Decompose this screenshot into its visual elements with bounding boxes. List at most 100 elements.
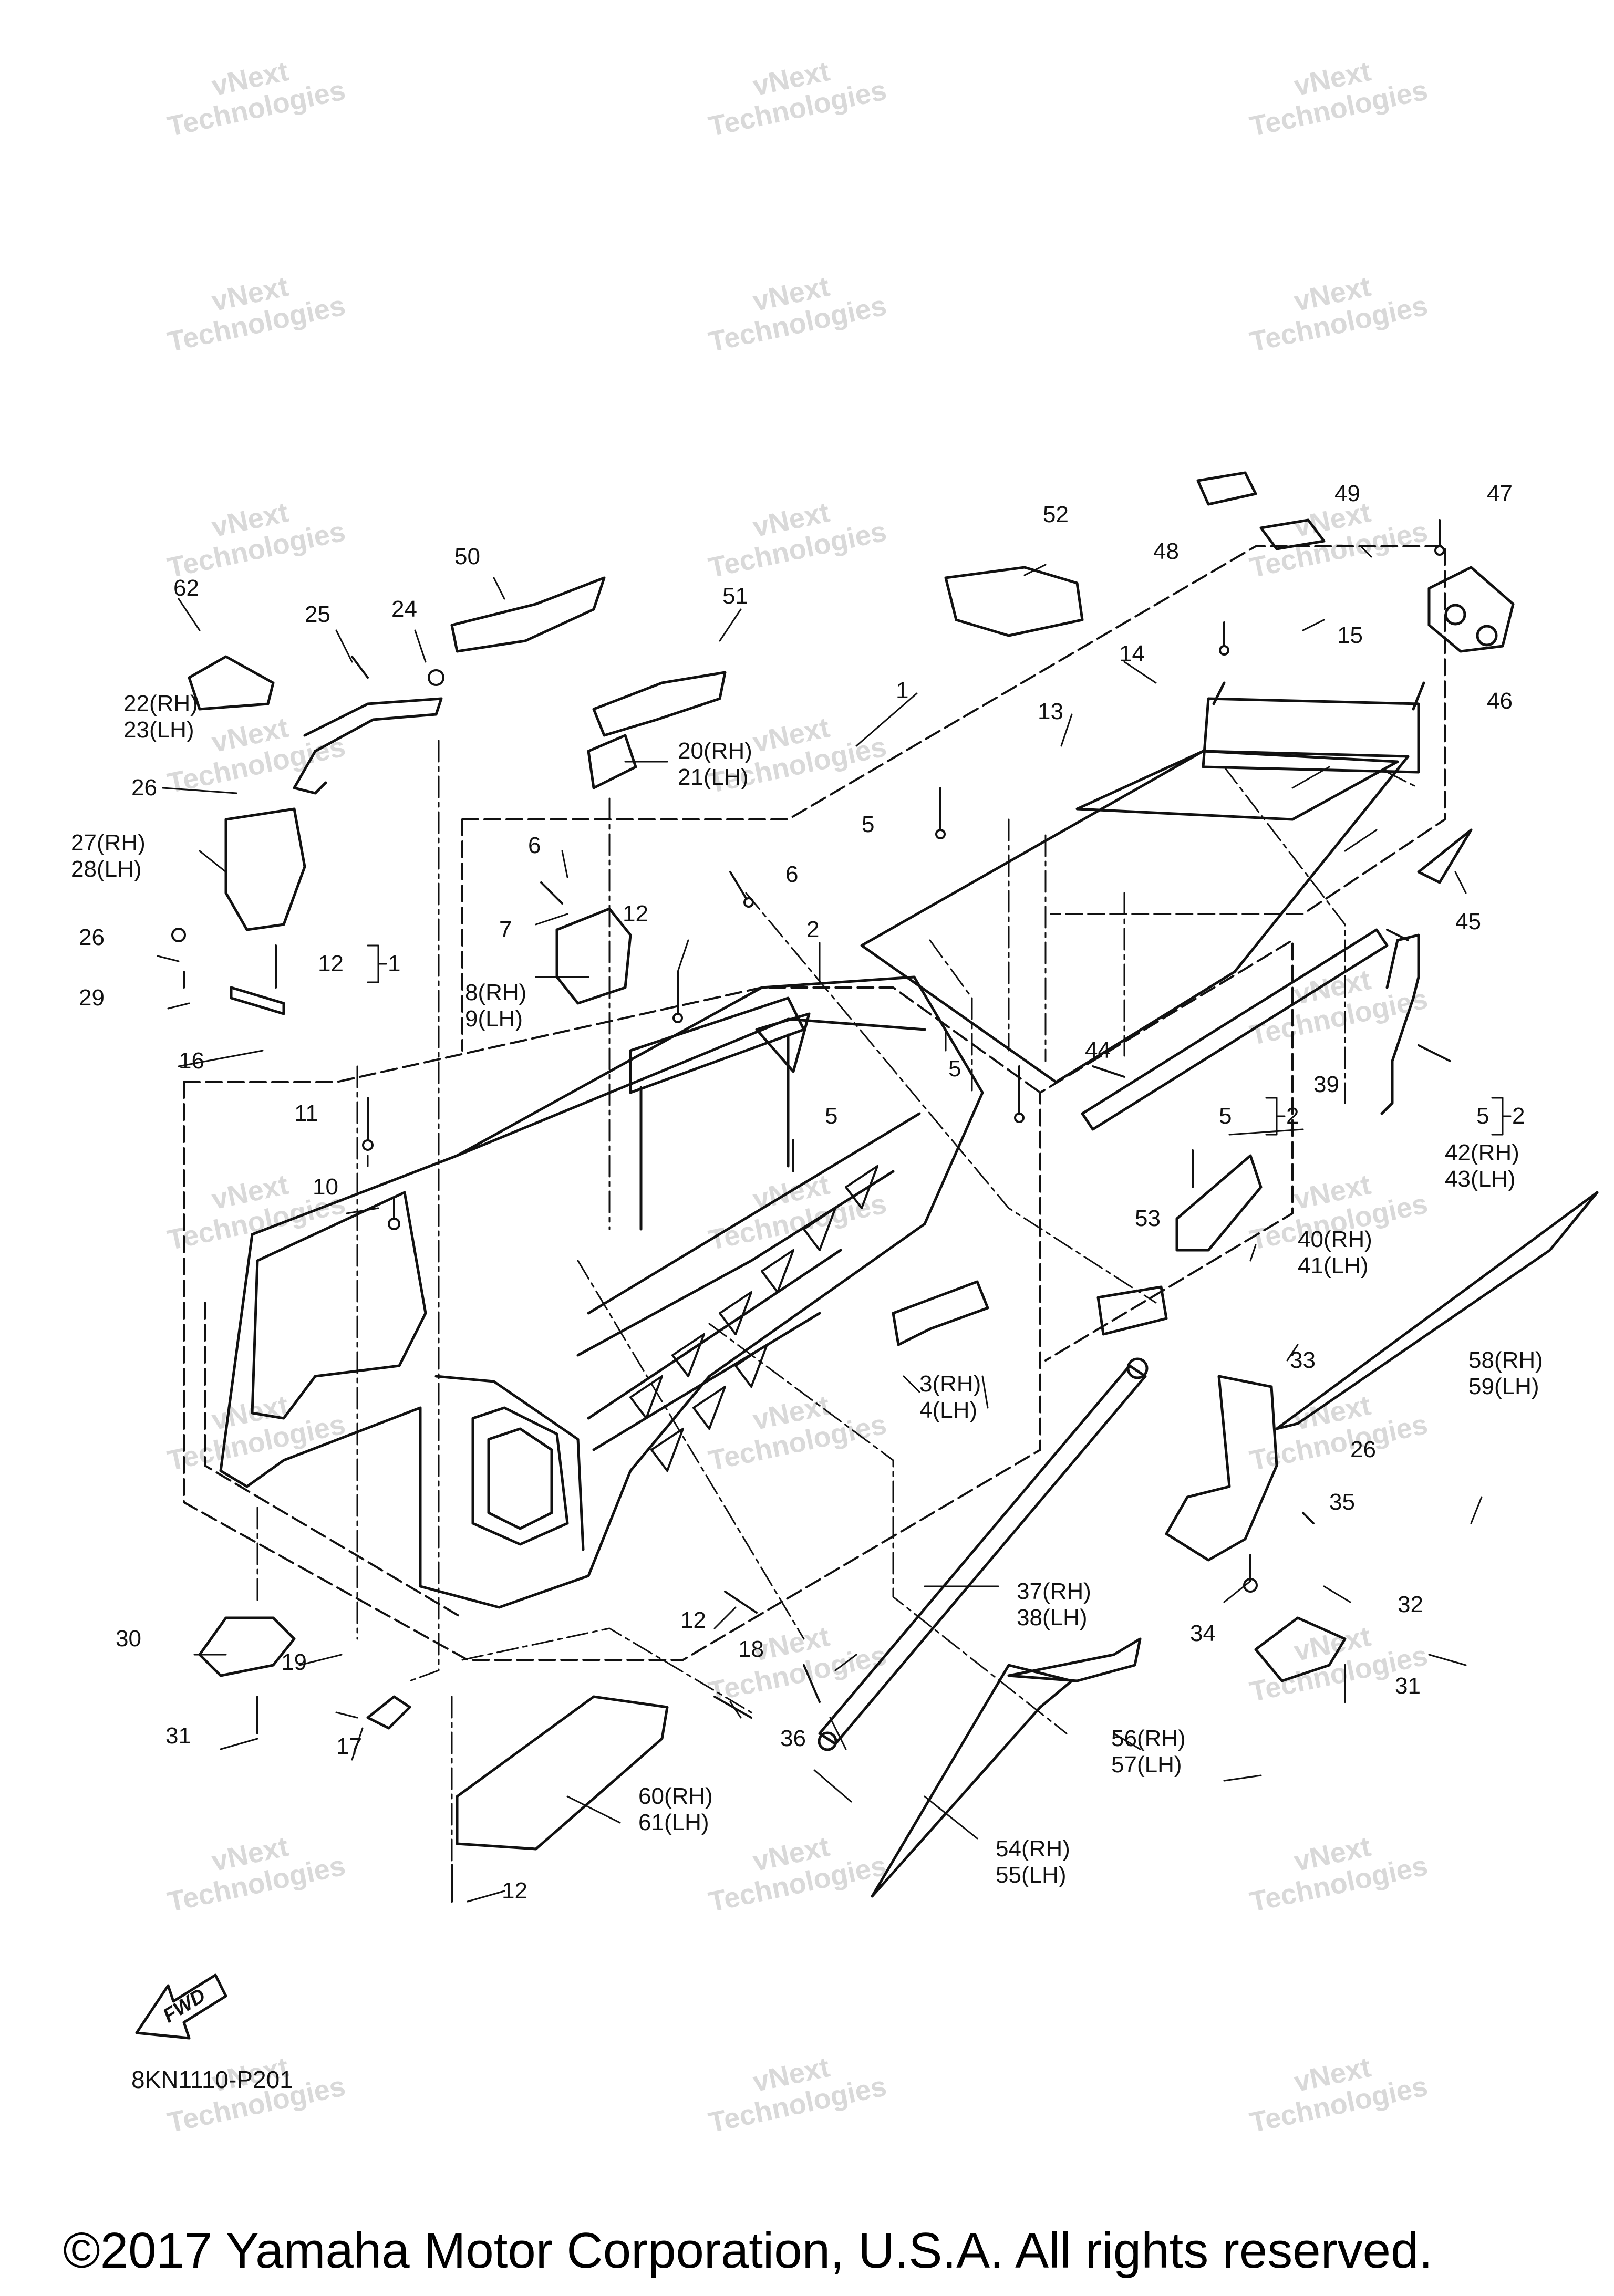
callout-13: 13 [1038,699,1063,724]
centre-lines [256,740,1420,1892]
part-48 [1196,471,1257,506]
callout-5-bracket: 5 [1219,1103,1232,1129]
callout-5: 5 [862,812,875,837]
callout-53: 53 [1135,1206,1161,1231]
grommet-20 [587,734,637,789]
callout-25: 25 [305,601,330,627]
callout-22-23: 22(RH)23(LH) [123,691,198,743]
callout-56-57: 56(RH)57(LH) [1111,1726,1186,1778]
callout-5-bracket: 5 [1476,1103,1489,1129]
bracket-8 [555,907,632,1005]
callout-12: 12 [623,901,648,927]
callout-15: 15 [1337,622,1363,648]
callout-6: 6 [528,833,541,858]
diagram-code: 8KN1110-P201 [131,2066,293,2093]
callout-29: 29 [79,985,105,1011]
callout-19: 19 [281,1649,307,1675]
decal-56 [1007,1637,1142,1682]
part-50 [450,576,606,653]
decal-58 [1275,1191,1599,1430]
callout-52: 52 [1043,502,1069,527]
plate-3 [892,1280,989,1346]
part-17 [366,1695,411,1730]
step-32 [1254,1616,1347,1682]
callout-16: 16 [179,1048,204,1074]
callout-39: 39 [1313,1072,1339,1097]
callout-6: 6 [785,861,799,887]
callout-12: 12 [502,1878,527,1904]
callout-46: 46 [1487,688,1513,714]
link-42 [1380,933,1420,1115]
callout-51: 51 [722,583,748,609]
callout-11: 11 [294,1100,318,1126]
callout-17: 17 [336,1733,362,1759]
callout-33: 33 [1290,1347,1316,1373]
callout-2: 2 [806,917,820,942]
fasteners [171,519,1451,1903]
part-45 [1417,828,1473,884]
callout-30: 30 [116,1626,141,1651]
part-51 [592,671,727,737]
callout-31: 31 [165,1723,191,1749]
fwd-arrow-icon [135,1973,227,2040]
callout-47: 47 [1487,481,1513,506]
callout-54-55: 54(RH)55(LH) [996,1836,1070,1888]
callout-36: 36 [780,1726,806,1751]
callout-12-bracket-ref: 1 [388,951,401,976]
bracket-46 [1427,566,1515,653]
callout-60-61: 60(RH)61(LH) [638,1783,713,1835]
callout-12-bracket: 12 [318,951,344,976]
callout-34: 34 [1190,1620,1216,1646]
callout-26: 26 [131,775,157,801]
callout-5-bracket-ref: 2 [1512,1103,1525,1129]
side-bar-37 [818,1357,1149,1751]
callout-26: 26 [1350,1437,1376,1462]
callout-49: 49 [1334,481,1360,506]
callout-1: 1 [896,678,909,703]
callout-8-9: 8(RH)9(LH) [465,980,527,1032]
callout-50: 50 [454,544,480,569]
callout-10: 10 [313,1174,338,1200]
tunnel-frame [219,975,984,1609]
callout-18: 18 [738,1636,764,1662]
plate-40 [1175,1154,1263,1252]
callout-14: 14 [1119,641,1145,667]
bracket-22 [293,697,443,795]
callout-45: 45 [1455,909,1481,934]
callout-20-21: 20(RH)21(LH) [678,738,752,790]
callout-62: 62 [173,575,199,601]
part-16 [230,986,285,1015]
skid-plate-33 [1165,1375,1278,1562]
assembly-outline-1 [461,545,1446,1052]
tunnel-cutouts [629,1165,878,1472]
callout-27-28: 27(RH)28(LH) [71,830,146,882]
callout-24: 24 [391,596,417,622]
callout-40-41: 40(RH)41(LH) [1298,1227,1372,1279]
bracket-marks [367,944,1512,1136]
step-30 [198,1616,296,1677]
block-53 [1096,1285,1168,1336]
seat-base-plate [860,681,1425,1084]
callout-37-38: 37(RH)38(LH) [1017,1578,1091,1630]
side-rail-39 [1081,928,1389,1131]
running-board-60 [456,1695,669,1851]
callout-7: 7 [499,917,512,942]
callout-42-43: 42(RH)43(LH) [1445,1140,1519,1192]
rear-rail [629,996,805,1231]
part-62 [188,655,275,711]
callout-5-bracket-ref: 2 [1286,1103,1299,1129]
callout-5: 5 [825,1103,838,1129]
part-49 [1259,518,1326,550]
callout-12: 12 [680,1607,706,1633]
callout-26: 26 [79,924,105,950]
leader-lines [157,545,1483,1903]
part-52 [944,566,1084,637]
callout-58-59: 58(RH)59(LH) [1468,1347,1543,1399]
callout-5: 5 [948,1056,961,1082]
callout-44: 44 [1085,1037,1111,1063]
callout-31: 31 [1395,1673,1421,1699]
callout-35: 35 [1329,1489,1355,1515]
callout-3-4: 3(RH)4(LH) [919,1371,981,1423]
